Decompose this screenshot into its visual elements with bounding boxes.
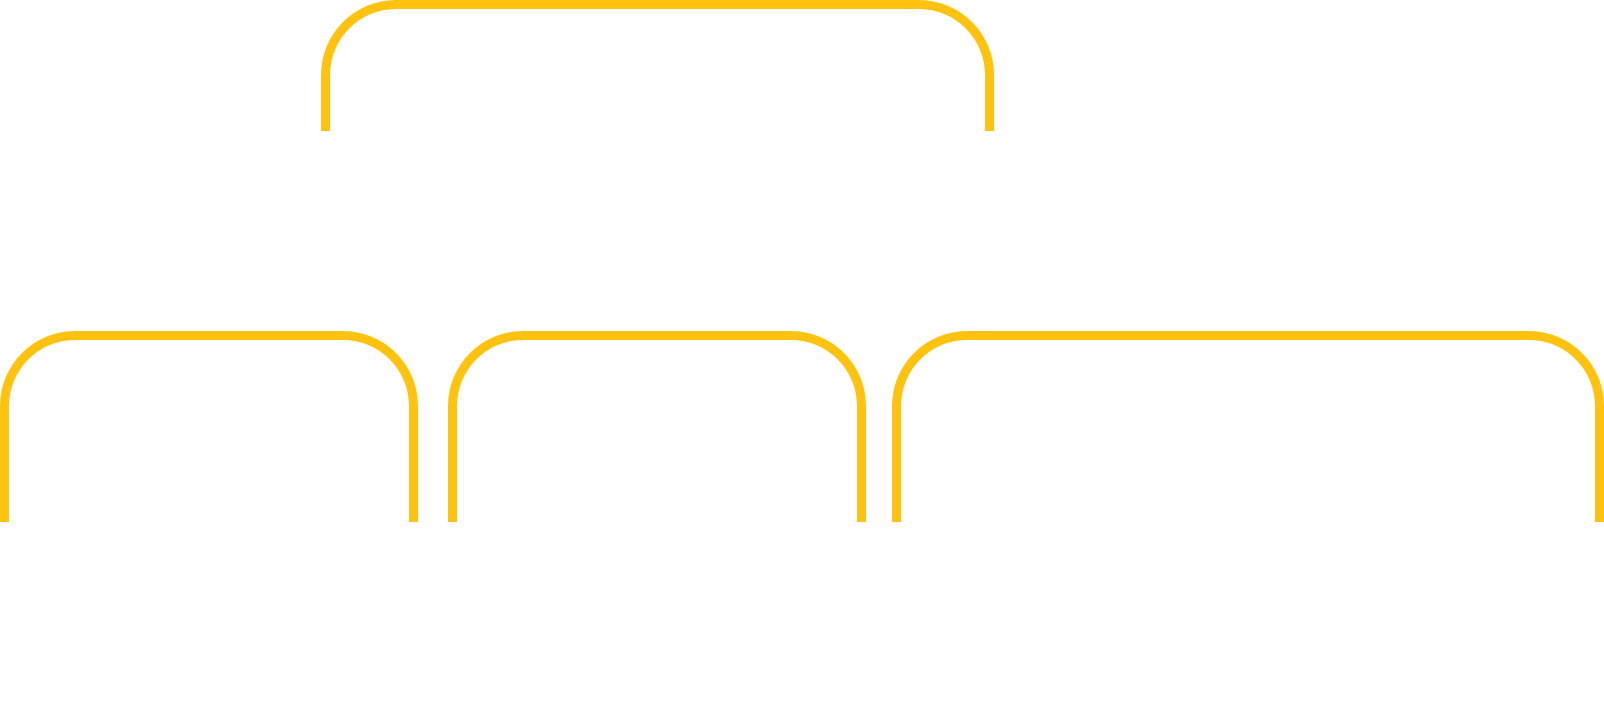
left-bracket-connector bbox=[0, 331, 418, 522]
right-bracket-connector bbox=[892, 331, 1604, 522]
top-bracket-connector bbox=[321, 0, 994, 131]
middle-bracket-connector bbox=[448, 331, 866, 522]
